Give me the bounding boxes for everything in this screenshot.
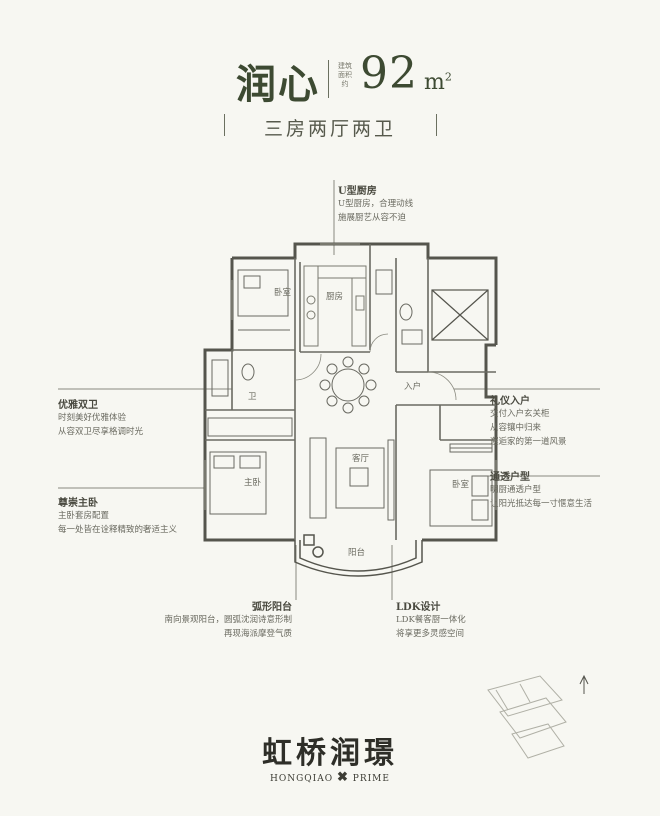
room-kitchen: 厨房 — [326, 292, 344, 302]
brand-name-en: HONGQIAO ✖ PRIME — [270, 770, 390, 785]
living-furniture — [309, 437, 395, 521]
room-balcony: 阳台 — [348, 548, 366, 558]
door-swings — [294, 333, 457, 401]
brand-name-cn: 虹桥润璟 — [262, 736, 398, 771]
bathrooms — [211, 269, 423, 397]
brand-mark-icon: ✖ — [337, 770, 349, 785]
annotation-bath: 优雅双卫 时刻美好优雅体验 从容双卫尽享格调时光 — [58, 400, 144, 437]
header: 润心 建筑面积约 92 m2 — [0, 48, 660, 108]
north-arrow-icon — [579, 674, 589, 694]
room-bath-top: 卫 — [248, 392, 257, 402]
unit-name: 润心 — [236, 61, 320, 108]
annotation-ldk: LDK设计 LDK餐客厨一体化 将享更多灵感空间 — [396, 602, 466, 639]
subtitle-divider-right — [436, 114, 437, 136]
annotation-balcony: 弧形阳台 南向景观阳台，圆弧沈润诗意形制 再现海派摩登气质 — [164, 602, 292, 639]
site-map — [487, 675, 567, 759]
room-entry: 入户 — [404, 382, 422, 392]
title-divider — [328, 60, 329, 98]
area-unit: m2 — [424, 70, 452, 95]
balcony-arc — [294, 534, 423, 577]
annotation-master: 尊崇主卧 主卧套房配置 每一处皆在诠释精致的奢适主义 — [58, 498, 178, 535]
room-living: 客厅 — [352, 454, 370, 464]
windows — [204, 243, 497, 510]
shaft — [431, 289, 489, 341]
top-bedroom — [237, 269, 290, 331]
right-bedroom — [429, 443, 493, 527]
wall-right — [422, 343, 498, 542]
layout-subtitle: 三房两厅两卫 — [263, 118, 396, 140]
area-label: 建筑面积约 — [338, 62, 352, 88]
annotation-entry: 礼仪入户 交付入户玄关柜 从容镶中归来 邂逅家的第一道风景 — [490, 396, 567, 447]
area-value: 92 — [360, 48, 418, 99]
kitchen-counters — [303, 265, 367, 347]
room-bedroom-right: 卧室 — [452, 480, 470, 490]
room-bedroom-top: 卧室 — [274, 288, 292, 298]
dining-table — [319, 356, 377, 414]
annotation-kitchen: U型厨房 U型厨房，合理动线 施展厨艺从容不迫 — [338, 186, 414, 223]
annotation-through: 通透户型 明厨通透户型 让阳光抵达每一寸惬意生活 — [490, 472, 593, 509]
master-bed — [207, 417, 293, 515]
room-master: 主卧 — [244, 478, 262, 488]
subtitle-divider-left — [224, 114, 225, 136]
